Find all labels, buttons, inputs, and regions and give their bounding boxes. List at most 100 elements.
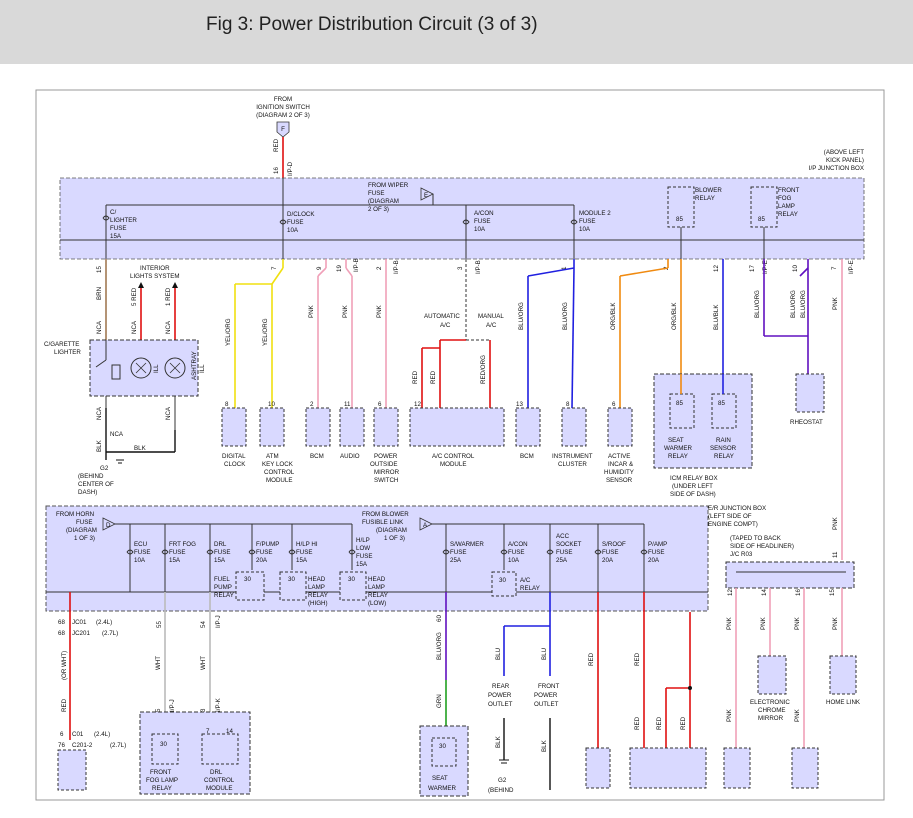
ac-relay — [491, 571, 517, 597]
diagram-label: RELAY — [214, 592, 234, 599]
diagram-label: A/CON — [474, 210, 494, 217]
diagram-label: RELAY — [520, 585, 540, 592]
connector-d-symbol — [102, 517, 116, 531]
diagram-label: 68 — [58, 619, 65, 626]
diagram-label: RELAY — [778, 211, 798, 218]
diagram-label: KEY LOCK — [262, 461, 294, 468]
diagram-label: 3 — [457, 266, 464, 270]
diagram-label: CHROME — [758, 707, 786, 714]
diagram-label: 20A — [648, 557, 660, 564]
diagram-label: LOW — [356, 545, 370, 552]
jc-connector-1 — [723, 747, 751, 789]
diagram-label: MIRROR — [758, 715, 784, 722]
diagram-label: ASHTRAY — [191, 351, 198, 380]
diagram-label: ILL — [199, 364, 206, 373]
diagram-label: BLK — [96, 439, 103, 452]
diagram-label: 13 — [516, 401, 523, 408]
diagram-label: NCA — [96, 406, 103, 420]
wire-blu-org-cluster — [571, 267, 575, 409]
jc-connector-2 — [791, 747, 819, 789]
diagram-label: LIGHTER — [110, 217, 137, 224]
diagram-label: PNK — [308, 304, 315, 318]
diagram-label: RED — [656, 716, 663, 730]
diagram-label: OUTLET — [534, 701, 559, 708]
diagram-label: HEAD — [368, 576, 386, 583]
diagram-label: KICK PANEL) — [826, 157, 864, 164]
diagram-label: (HIGH) — [308, 600, 328, 607]
diagram-label: SENSOR — [606, 477, 633, 484]
diagram-label: BLK — [134, 445, 147, 452]
diagram-label: ORG/BLK — [671, 302, 678, 330]
fuse-c-lighter: C/ LIGHTER FUSE 15A — [102, 205, 137, 240]
diagram-label: 10A — [508, 557, 520, 564]
fuse-module-2: MODULE 2 FUSE 10A — [570, 205, 611, 240]
diagram-label: FUSE — [556, 549, 573, 556]
diagram-label: 12 — [713, 265, 720, 272]
diagram-label: C/ — [110, 209, 116, 216]
fuse-a-con: A/CON FUSE 10A — [462, 205, 494, 240]
diagram-label: 1 — [561, 266, 568, 270]
power-mirror-switch: 6 POWER OUTSIDE MIRROR SWITCH — [370, 401, 400, 484]
bottom-wiring: 68 JC01 (2.4L) 68 JC201 (2.7L) (OR WHT) … — [57, 588, 861, 797]
diagram-label: 16 — [795, 589, 802, 596]
front-fog-lamp-relay: 85 FRONT FOG LAMP RELAY — [750, 186, 800, 259]
diagram-label: I/P-K — [215, 697, 222, 712]
diagram-label: BLU/ORG — [518, 302, 525, 330]
diagram-label: PNK — [832, 516, 839, 530]
diagram-label: MODULE — [266, 477, 292, 484]
ip-junction-box: (ABOVE LEFT KICK PANEL) I/P JUNCTION BOX… — [59, 149, 865, 274]
diagram-label: (ABOVE LEFT — [824, 149, 864, 156]
diagram-label: FUSE — [169, 549, 186, 556]
diagram-label: ACTIVE — [608, 453, 630, 460]
diagram-label: DIGITAL — [222, 453, 246, 460]
diagram-label: NCA — [131, 320, 138, 334]
diagram-label: 25A — [556, 557, 568, 564]
diagram-label: 7 — [271, 266, 278, 270]
diagram-label: SEAT — [668, 437, 684, 444]
diagram-label: 10 — [268, 401, 275, 408]
diagram-label: 1 OF 3) — [74, 535, 95, 542]
diagram-label: 85 — [758, 216, 765, 223]
diagram-label: 8 — [566, 401, 570, 408]
fuel-pump-relay — [235, 571, 265, 601]
diagram-label: MODULE 2 — [579, 210, 611, 217]
diagram-label: 8 — [225, 401, 229, 408]
bcm-1: 2 BCM — [305, 401, 331, 460]
diagram-label: (2.7L) — [102, 630, 118, 637]
diagram-label: 19 — [336, 265, 343, 272]
diagram-label: (DIAGRAM — [66, 527, 97, 534]
diagram-label: MODULE — [206, 785, 232, 792]
diagram-label: 15A — [214, 557, 226, 564]
lower-components: 8 DIGITAL CLOCK 10 ATM KEY LOCK CONTROL … — [221, 401, 634, 484]
diagram-label: FROM WIPER — [368, 182, 409, 189]
diagram-label: RED — [634, 716, 641, 730]
head-lamp-relay-low — [339, 571, 367, 601]
diagram-label: SOCKET — [556, 541, 582, 548]
diagram-label: YEL/ORG — [262, 318, 269, 346]
diagram-label: ORG/BLK — [610, 302, 617, 330]
diagram-label: 9 — [316, 266, 323, 270]
diagram-label: LIGHTER — [54, 349, 81, 356]
diagram-label: YEL/ORG — [225, 318, 232, 346]
diagram-label: BCM — [310, 453, 324, 460]
diagram-label: 17 — [749, 265, 756, 272]
diagram-label: BRN — [96, 287, 103, 300]
diagram-label: FUSE — [356, 553, 373, 560]
diagram-label: BLU/ORG — [800, 290, 807, 318]
diagram-label: 1 RED — [165, 287, 172, 306]
diagram-label: (OR WHT) — [61, 651, 68, 680]
ip-output-wires: BRN NCA YEL/ORG YEL/ORG PNK PNK PNK AUTO… — [96, 259, 843, 560]
diagram-label: SEAT — [432, 775, 448, 782]
diagram-label: INTERIOR — [140, 265, 170, 272]
diagram-label: RELAY — [668, 453, 688, 460]
diagram-label: 11 — [344, 401, 351, 408]
diagram-label: 11 — [832, 551, 839, 558]
diagram-label: 30 — [244, 576, 251, 583]
diagram-label: BLU/ORG — [562, 302, 569, 330]
diagram-label: RED — [412, 370, 419, 384]
diagram-label: 3 — [200, 708, 207, 712]
diagram-label: A/C — [520, 577, 531, 584]
diagram-label: 30 — [499, 577, 506, 584]
